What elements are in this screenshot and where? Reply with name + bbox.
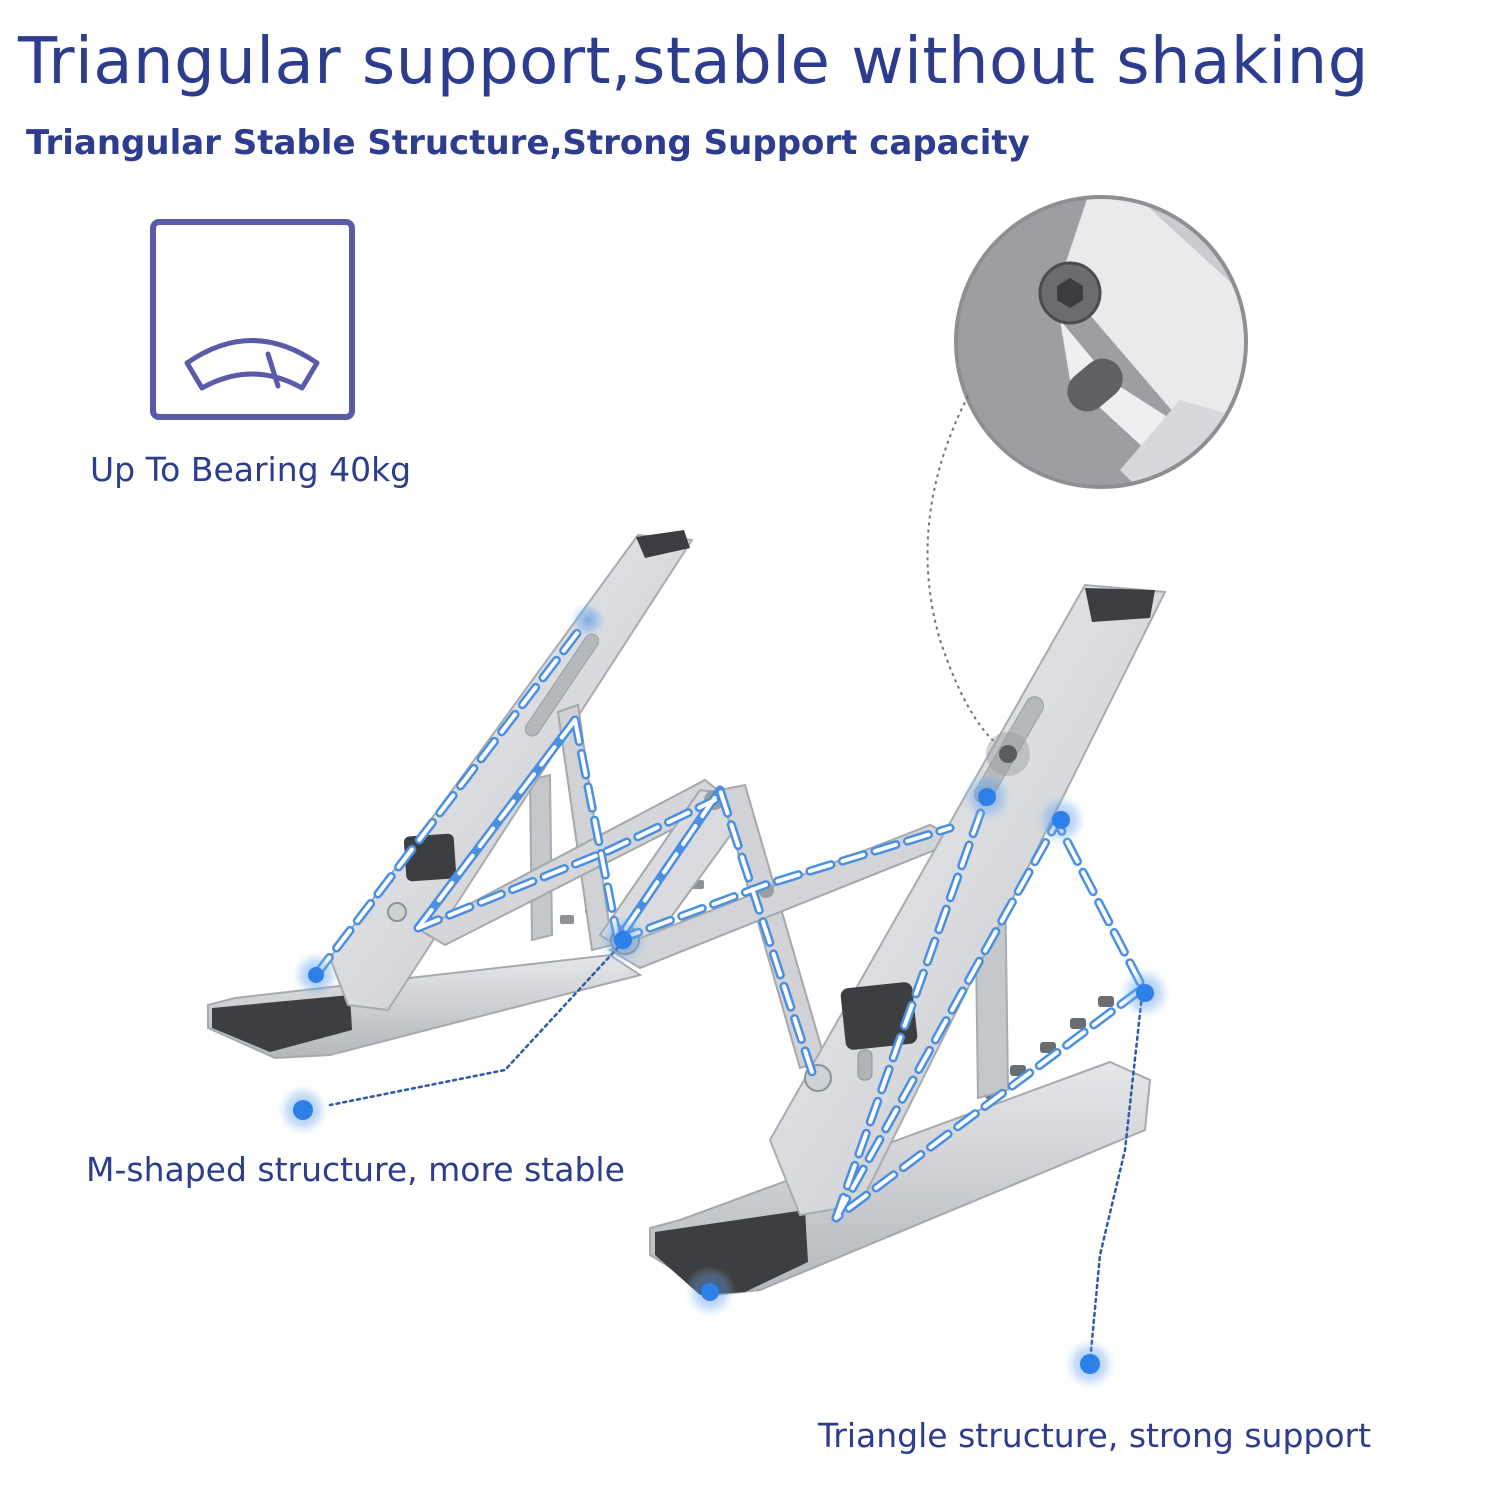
page-title: Triangular support,stable without shakin… [18, 25, 1369, 99]
structure-overlay [311, 627, 1148, 1364]
marker-dot [1035, 794, 1087, 846]
marker-dot [597, 914, 649, 966]
marker-dot [277, 1084, 329, 1136]
marker-dot [1064, 1338, 1116, 1390]
marker-dot [292, 951, 340, 999]
weight-capacity-label: Up To Bearing 40kg [90, 450, 412, 489]
hinge-detail-zoom [926, 195, 1248, 753]
marker-dots [277, 602, 1171, 1390]
marker-dot [570, 602, 606, 638]
m-structure-label: M-shaped structure, more stable [86, 1150, 625, 1189]
marker-dot [986, 732, 1030, 776]
triangle-structure-label: Triangle structure, strong support [818, 1416, 1372, 1455]
marker-dot [961, 771, 1013, 823]
page-subtitle: Triangular Stable Structure,Strong Suppo… [26, 123, 1030, 163]
marker-dot [1119, 967, 1171, 1019]
weight-scale-icon [150, 219, 355, 420]
marker-dot [684, 1266, 736, 1318]
